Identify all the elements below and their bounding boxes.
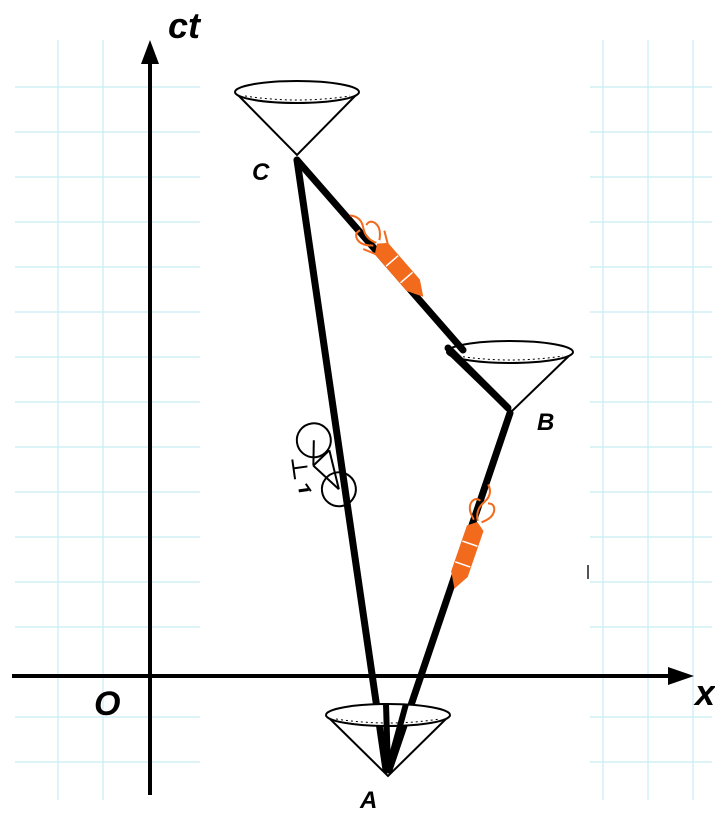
light-cone-a <box>325 703 451 778</box>
light-cone-b <box>446 340 574 415</box>
event-a-label: A <box>359 787 377 814</box>
x-axis-arrowhead <box>668 667 694 685</box>
event-c-label: C <box>252 159 270 186</box>
axes <box>12 40 694 795</box>
rocket-icon <box>451 483 496 589</box>
worldline-segment-near-b <box>444 344 512 412</box>
light-cone-c <box>234 80 360 157</box>
x-axis-label: x <box>693 672 715 713</box>
worldline-a-to-c <box>293 156 390 774</box>
ct-axis-label: ct <box>168 5 202 46</box>
world-lines <box>293 156 514 774</box>
origin-label: O <box>94 685 120 723</box>
event-b-label: B <box>537 409 554 436</box>
stray-mark <box>587 565 589 579</box>
grid <box>15 40 712 800</box>
bicycle-icon <box>291 422 357 508</box>
rocket-icon <box>349 214 424 297</box>
ct-axis-arrowhead <box>141 40 159 64</box>
